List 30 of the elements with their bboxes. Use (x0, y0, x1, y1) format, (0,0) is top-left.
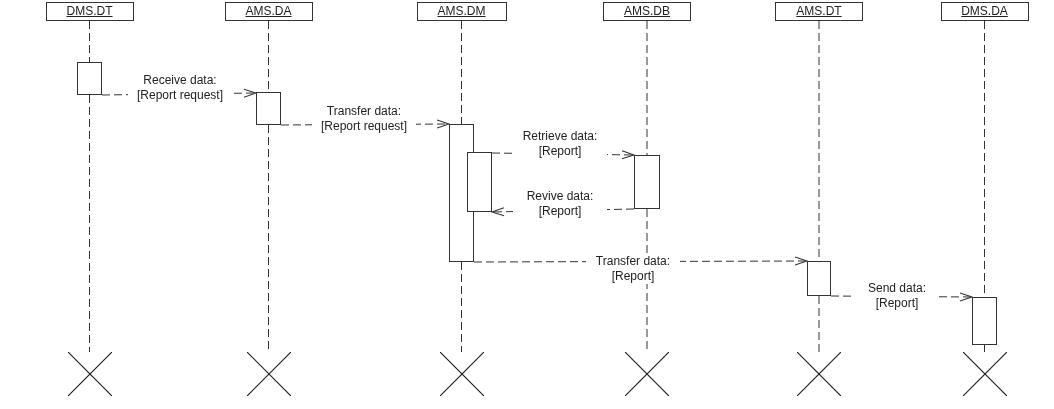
lifeline-header: AMS.DT (775, 2, 863, 21)
activation-bar (467, 152, 492, 212)
message-label: Transfer data: [Report request] (312, 104, 416, 134)
message-label: Receive data: [Report request] (128, 73, 232, 103)
activation-bar (256, 92, 281, 125)
destruction-mark (439, 352, 484, 396)
lifeline (818, 295, 820, 353)
activation-bar (634, 155, 660, 209)
lifeline-header: DMS.DA (940, 2, 1029, 21)
message-label: Revive data: [Report] (513, 189, 607, 219)
destruction-mark (246, 352, 291, 396)
destruction-mark (67, 352, 112, 396)
message-label: Transfer data: [Report] (586, 254, 680, 284)
lifeline (89, 94, 90, 353)
lifeline (984, 344, 985, 353)
lifeline-header: AMS.DA (224, 2, 313, 21)
activation-bar (807, 261, 831, 296)
lifeline-header: DMS.DT (45, 2, 134, 21)
destruction-mark (625, 352, 669, 396)
activation-bar (77, 62, 102, 95)
destruction-mark (797, 352, 841, 396)
message-label: Retrieve data: [Report] (513, 129, 607, 159)
lifeline (461, 20, 462, 125)
lifeline-header: AMS.DB (603, 2, 691, 21)
lifeline (461, 261, 462, 353)
destruction-mark (962, 352, 1007, 396)
lifeline (646, 20, 648, 156)
lifeline (89, 20, 90, 63)
lifeline-header: AMS.DM (416, 2, 507, 21)
activation-bar (972, 297, 997, 345)
